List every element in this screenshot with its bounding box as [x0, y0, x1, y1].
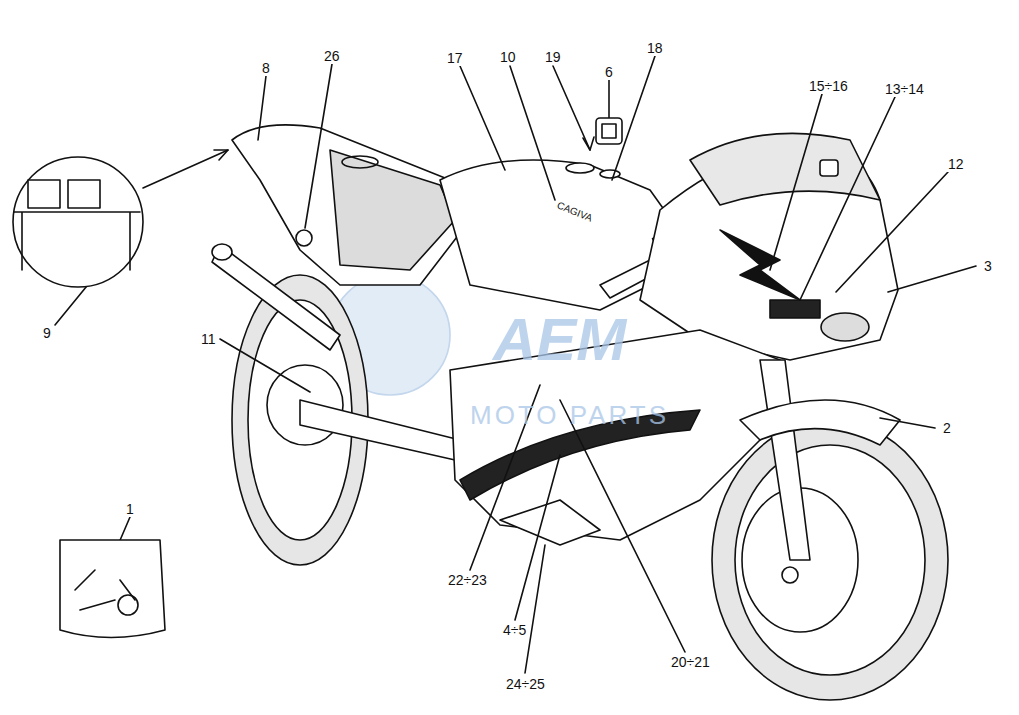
callout-number: 2	[941, 420, 953, 436]
watermark-text: MOTO PARTS	[470, 402, 669, 428]
callout-number: 19	[543, 49, 563, 65]
callout-number: 1	[124, 501, 136, 517]
callout-number: 6	[603, 64, 615, 80]
callout-number: 8	[260, 60, 272, 76]
callout-number: 12	[946, 156, 966, 172]
callout-number: 26	[322, 48, 342, 64]
callout-number: 11	[199, 331, 218, 347]
callout-number: 15÷16	[807, 78, 850, 94]
callout-number: 4÷5	[501, 622, 528, 638]
callout-number: 17	[445, 50, 465, 66]
callout-number: 3	[982, 258, 994, 274]
callout-number: 9	[41, 325, 53, 341]
callout-number: 20÷21	[669, 654, 712, 670]
callout-number: 10	[498, 49, 518, 65]
callout-number: 13÷14	[883, 81, 926, 97]
callout-number: 24÷25	[504, 676, 547, 692]
watermark-logo: AEM	[493, 310, 626, 370]
callout-number: 18	[645, 40, 665, 56]
callout-number: 22÷23	[446, 572, 489, 588]
